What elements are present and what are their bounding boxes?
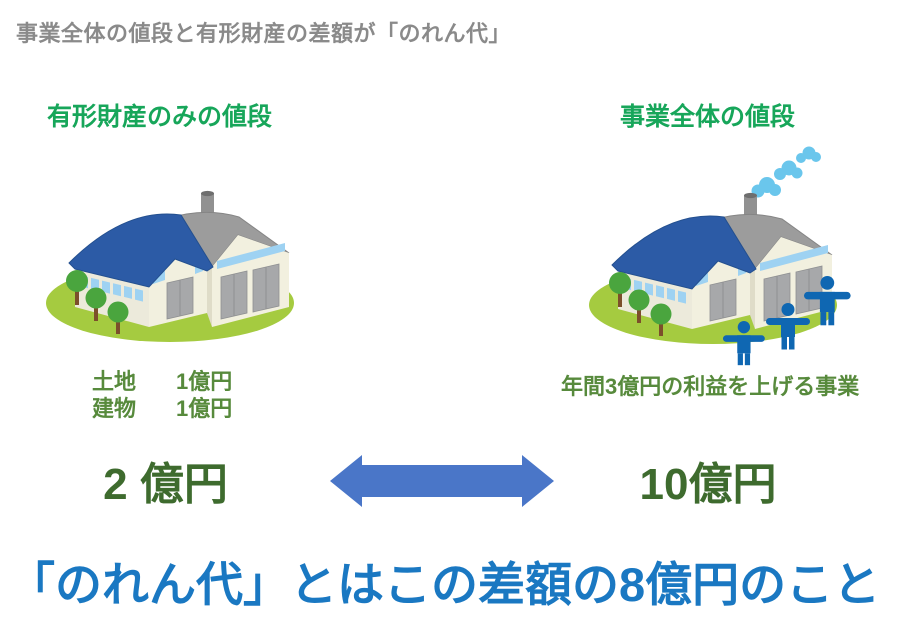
right-heading: 事業全体の値段 <box>620 103 796 131</box>
asset-label: 土地 <box>92 369 137 394</box>
blue-roof <box>611 215 757 290</box>
window-strip <box>217 243 285 269</box>
page-title: 事業全体の値段と有形財産の差額が「のれん代」 <box>16 21 512 46</box>
asset-row: 建物 1億円 <box>92 395 232 422</box>
connector-wall <box>207 267 212 327</box>
window-strip <box>760 245 828 271</box>
blue-roof <box>68 213 214 288</box>
factory-icon <box>46 190 294 342</box>
smoke-icon <box>751 146 821 198</box>
asset-label: 建物 <box>92 396 137 421</box>
asset-row: 土地 1億円 <box>92 368 232 395</box>
tree-icons <box>609 272 672 336</box>
right-price: 10億円 <box>639 460 777 509</box>
left-price: 2 億円 <box>103 460 228 509</box>
tree-icons <box>66 270 129 334</box>
worker-icons <box>723 276 851 366</box>
asset-value: 1億円 <box>176 396 233 421</box>
conclusion-text: 「のれん代」とはこの差額の8億円のこと <box>8 558 881 611</box>
factory-with-smoke-and-workers-icon <box>589 146 851 366</box>
left-heading: 有形財産のみの値段 <box>47 103 273 131</box>
asset-value: 1億円 <box>176 369 233 394</box>
asset-list: 土地 1億円 建物 1億円 <box>92 368 232 422</box>
factory-group <box>46 190 294 342</box>
right-caption: 年間3億円の利益を上げる事業 <box>561 374 860 399</box>
connector-wall <box>750 269 755 329</box>
double-headed-arrow-icon <box>330 455 554 507</box>
